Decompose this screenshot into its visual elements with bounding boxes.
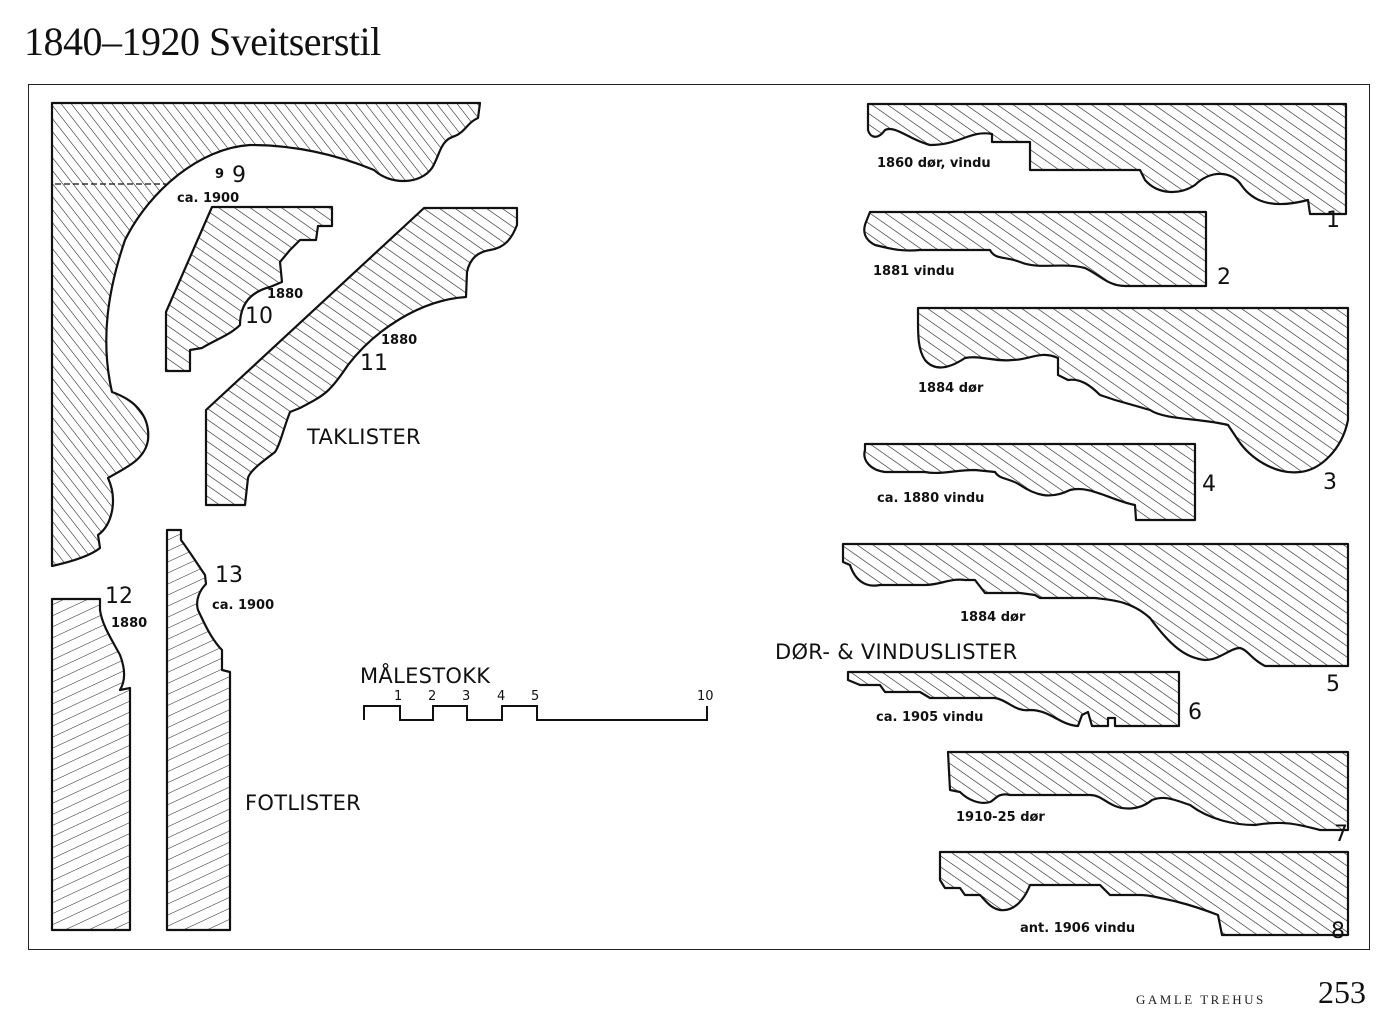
profile-2-caption: 1881 vindu: [873, 264, 954, 279]
profile-6-number: 6: [1188, 700, 1202, 725]
illustration-frame: [28, 84, 1370, 950]
scale-tick-10: 10: [697, 689, 714, 704]
profile-12-caption: 1880: [111, 616, 147, 631]
profile-2-number: 2: [1217, 265, 1231, 290]
profile-10-shape: [164, 205, 334, 373]
profile-10-caption: 1880: [267, 287, 303, 302]
page-title: 1840–1920 Sveitserstil: [24, 19, 381, 64]
scale-tick-1: 1: [394, 689, 402, 704]
taklister-heading: TAKLISTER: [306, 425, 421, 449]
profile-8-shape: [938, 850, 1350, 937]
scale-tick-5: 5: [531, 689, 539, 704]
profile-9-caption: ca. 1900: [177, 191, 239, 206]
scale-tick-4: 4: [497, 689, 505, 704]
profile-12-number: 12: [105, 584, 133, 609]
profile-4-shape: [863, 442, 1197, 522]
profile-11-number: 11: [360, 351, 388, 376]
fotlister-heading: FOTLISTER: [245, 791, 361, 815]
profile-13-shape: [165, 528, 232, 932]
profile-7-caption: 1910-25 dør: [956, 810, 1045, 825]
profile-1-number: 1: [1326, 208, 1340, 233]
profile-12-shape: [50, 597, 132, 932]
dor-vinduslister-heading: DØR- & VINDUSLISTER: [775, 640, 1018, 664]
profile-5-caption: 1884 dør: [960, 610, 1026, 625]
profile-6-shape: [846, 670, 1181, 728]
scale-tick-2: 2: [428, 689, 436, 704]
profile-7-number: 7: [1334, 822, 1348, 847]
profile-9-small-number: 9: [215, 167, 224, 182]
profile-3-caption: 1884 dør: [918, 381, 984, 396]
profile-3-shape: [916, 306, 1350, 474]
profile-9-shape: [50, 101, 482, 568]
profile-8-number: 8: [1331, 919, 1345, 944]
scale-bar: [363, 705, 708, 721]
profile-9-number: 9: [232, 163, 246, 188]
footer-book-title: GAMLE TREHUS: [1136, 992, 1266, 1007]
profile-8-caption: ant. 1906 vindu: [1020, 921, 1135, 936]
profile-11-caption: 1880: [381, 333, 417, 348]
profile-6-caption: ca. 1905 vindu: [876, 710, 983, 725]
profile-3-number: 3: [1323, 470, 1337, 495]
malestokk-heading: MÅLESTOKK: [360, 662, 491, 688]
profile-5-shape: [841, 542, 1350, 668]
page-number: 253: [1318, 974, 1366, 1010]
profile-10-number: 10: [245, 304, 273, 329]
profile-4-caption: ca. 1880 vindu: [877, 491, 984, 506]
profile-13-caption: ca. 1900: [212, 598, 274, 613]
profile-1-shape: [866, 102, 1348, 216]
profile-13-number: 13: [215, 563, 243, 588]
profile-1-caption: 1860 dør, vindu: [877, 156, 991, 171]
profile-4-number: 4: [1202, 472, 1216, 497]
profile-7-shape: [946, 750, 1350, 832]
profile-11-shape: [204, 206, 519, 507]
profile-5-number: 5: [1326, 672, 1340, 697]
scale-tick-3: 3: [462, 689, 470, 704]
profile-2-shape: [863, 210, 1208, 288]
